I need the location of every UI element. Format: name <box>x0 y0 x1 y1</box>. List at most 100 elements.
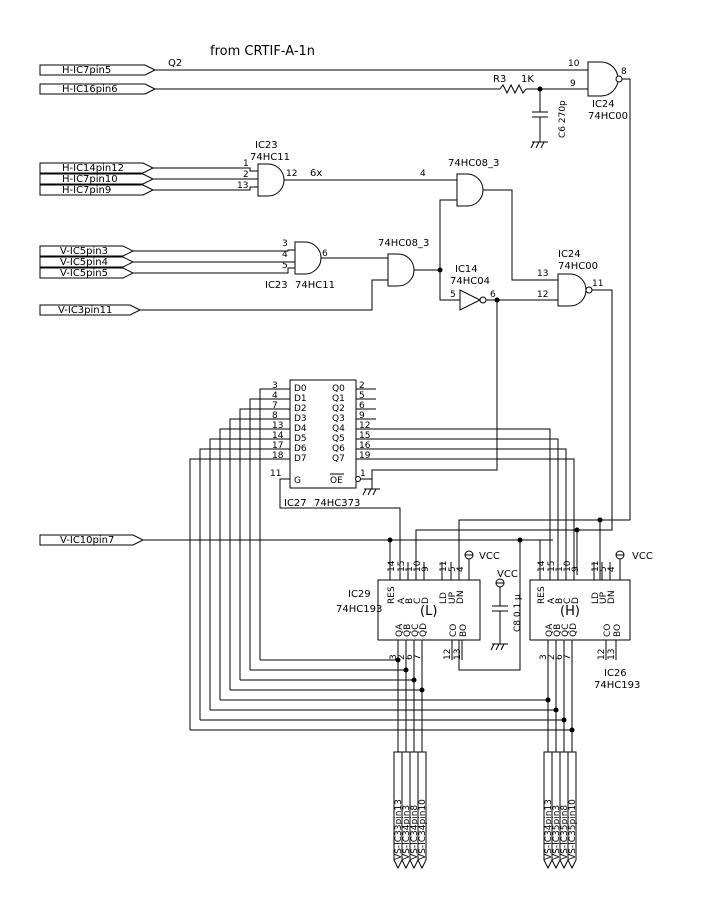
ic29-bot-name: BO <box>459 624 469 637</box>
ic29-top-name: B <box>405 598 415 604</box>
ic23-mid-pin-6: 6 <box>322 249 328 259</box>
ground-symbol-c6 <box>530 141 548 149</box>
ic23-mid-pin-3: 3 <box>282 239 288 249</box>
ic27-q-name: Q7 <box>332 454 345 464</box>
ic29-top-pin: 1 <box>405 566 415 572</box>
port-h-ic14pin12-label: H-IC14pin12 <box>62 163 124 174</box>
ic27-q-name: Q5 <box>332 434 345 444</box>
schematic-title: from CRTIF-A-1n <box>210 44 315 59</box>
ic27-ref: IC27 <box>284 498 307 509</box>
ic29-bot-pin: 7 <box>413 654 423 660</box>
vcc-symbol-c8: VCC <box>495 569 518 606</box>
vcc-ic29-label: VCC <box>479 551 500 562</box>
ic26-ref: IC26 <box>604 668 627 679</box>
port-v-ic5pin5-label: V-IC5pin5 <box>60 268 108 279</box>
ic23-top-pin-2: 2 <box>243 170 249 180</box>
and-top-type: 74HC08_3 <box>448 158 499 169</box>
ic27-right-pin: 16 <box>359 441 371 451</box>
ic14-ref: IC14 <box>455 264 478 275</box>
ic29-top-pin: 10 <box>413 560 423 572</box>
ic29-top-pin: 4 <box>456 566 466 572</box>
port-v-ic5pin4: V-IC5pin4 <box>39 256 135 268</box>
ic24-nand-top: 10 9 8 IC24 74HC00 <box>568 59 628 122</box>
ic29-bot-pin: 2 <box>397 654 407 660</box>
port-vs-h-2: VS-IC35pin8 <box>559 751 570 870</box>
port-v-ic3pin11-label: V-IC3pin11 <box>58 305 112 316</box>
port-vs-l-1: VS-IC34pin3 <box>401 751 412 870</box>
ic26-bot-name: QB <box>553 624 563 637</box>
ic24-mid-type: 74HC00 <box>558 261 598 272</box>
ic27-d-name: D1 <box>294 394 307 404</box>
ic29-bot-name: QA <box>395 623 405 637</box>
ic26-bot-pin: 6 <box>555 654 565 660</box>
ic29-bot-pin: 6 <box>405 654 415 660</box>
ic27-g-name: G <box>294 476 301 486</box>
ic14-pin-6: 6 <box>490 290 496 300</box>
ic29-top-name: C <box>413 598 423 604</box>
vcc-symbol-ic26: VCC <box>615 550 653 580</box>
port-v-ic5pin4-label: V-IC5pin4 <box>60 257 108 268</box>
ic27-d-name: D3 <box>294 414 307 424</box>
port-h-ic14pin12: H-IC14pin12 <box>39 162 155 174</box>
ic29-top-name: DN <box>456 590 466 604</box>
ic23-and-top: IC23 74HC11 1 2 13 12 <box>237 140 297 197</box>
ic29-ref: IC29 <box>348 589 371 600</box>
vcc-c8-label: VCC <box>497 569 518 580</box>
ic24-top-pin-in2: 9 <box>570 79 576 89</box>
ic29-mark: (L) <box>420 604 437 619</box>
port-vs-h-3-label: VS-IC35pin10 <box>568 799 578 860</box>
ic23-top-pin-13: 13 <box>237 181 248 191</box>
ic26-top-pin: 15 <box>547 561 557 572</box>
ic26-top-pin: 1 <box>555 566 565 572</box>
and-mid-type: 74HC08_3 <box>378 238 429 249</box>
ic26-top-pin: 5 <box>599 566 609 572</box>
ic24-top-pin-in1: 10 <box>568 59 580 69</box>
ic26-bot-pin: 2 <box>547 654 557 660</box>
r3-value: 1K <box>521 74 534 85</box>
port-vs-h-0: VS-IC34pin13 <box>543 751 554 870</box>
port-h-ic16pin6-label: H-IC16pin6 <box>62 84 118 95</box>
port-h-ic7pin9: H-IC7pin9 <box>39 184 155 196</box>
ic26-bot-pin: 3 <box>539 654 549 660</box>
ic27-d-name: D6 <box>294 444 307 454</box>
ic27-type: 74HC373 <box>314 498 360 509</box>
c6-label: C6 270p <box>558 100 568 138</box>
ic26-top-name: RES <box>537 586 547 604</box>
ic26-bot-pin: 13 <box>607 649 617 660</box>
ic27-74hc373: IC27 74HC373 <box>284 379 360 509</box>
ic26-type: 74HC193 <box>594 680 640 691</box>
ic29-bot-pin: 12 <box>443 649 453 660</box>
ic23-mid-type: 74HC11 <box>295 280 335 291</box>
ic29-top-name: D <box>421 597 431 604</box>
ic29-top-pin: 15 <box>397 561 407 572</box>
ic29-top-name: RES <box>387 586 397 604</box>
port-h-ic16pin6: H-IC16pin6 <box>39 83 157 95</box>
ic27-q-name: Q4 <box>332 424 345 434</box>
ic26-top-pin: 10 <box>563 560 573 572</box>
ic29-bot-name: QB <box>403 624 413 637</box>
port-h-ic7pin9-label: H-IC7pin9 <box>62 185 111 196</box>
ic26-top-name: DN <box>607 590 617 604</box>
ic29-top-pin: 11 <box>439 561 449 572</box>
port-h-ic7pin10: H-IC7pin10 <box>39 173 155 185</box>
ic26-top-name: D <box>571 597 581 604</box>
ic26-74hc193: IC26 74HC193 (H) <box>529 579 640 691</box>
ic27-right-pin: 12 <box>359 421 370 431</box>
ic29-bot-name: QD <box>419 623 429 637</box>
ic26-top-name: B <box>555 598 565 604</box>
ic27-left-pin: 7 <box>272 401 278 411</box>
ic24-mid-pin-11: 11 <box>592 279 603 289</box>
ic27-q-name: Q1 <box>332 394 345 404</box>
port-v-ic5pin3: V-IC5pin3 <box>39 245 135 257</box>
ic23-top-type: 74HC11 <box>250 152 290 163</box>
port-h-ic7pin5: H-IC7pin5 <box>39 64 157 76</box>
ic27-g-pin: 11 <box>270 469 281 479</box>
port-vs-h-2-label: VS-IC35pin8 <box>560 805 570 860</box>
port-vs-l-3-label: VS-IC34pin10 <box>418 799 428 860</box>
ic27-q-name: Q2 <box>332 404 345 414</box>
net-6x-label: 6x <box>310 168 322 179</box>
ic27-d-name: D0 <box>294 384 307 394</box>
ic26-top-pin: 14 <box>537 560 547 572</box>
ic26-mark: (H) <box>560 604 580 619</box>
